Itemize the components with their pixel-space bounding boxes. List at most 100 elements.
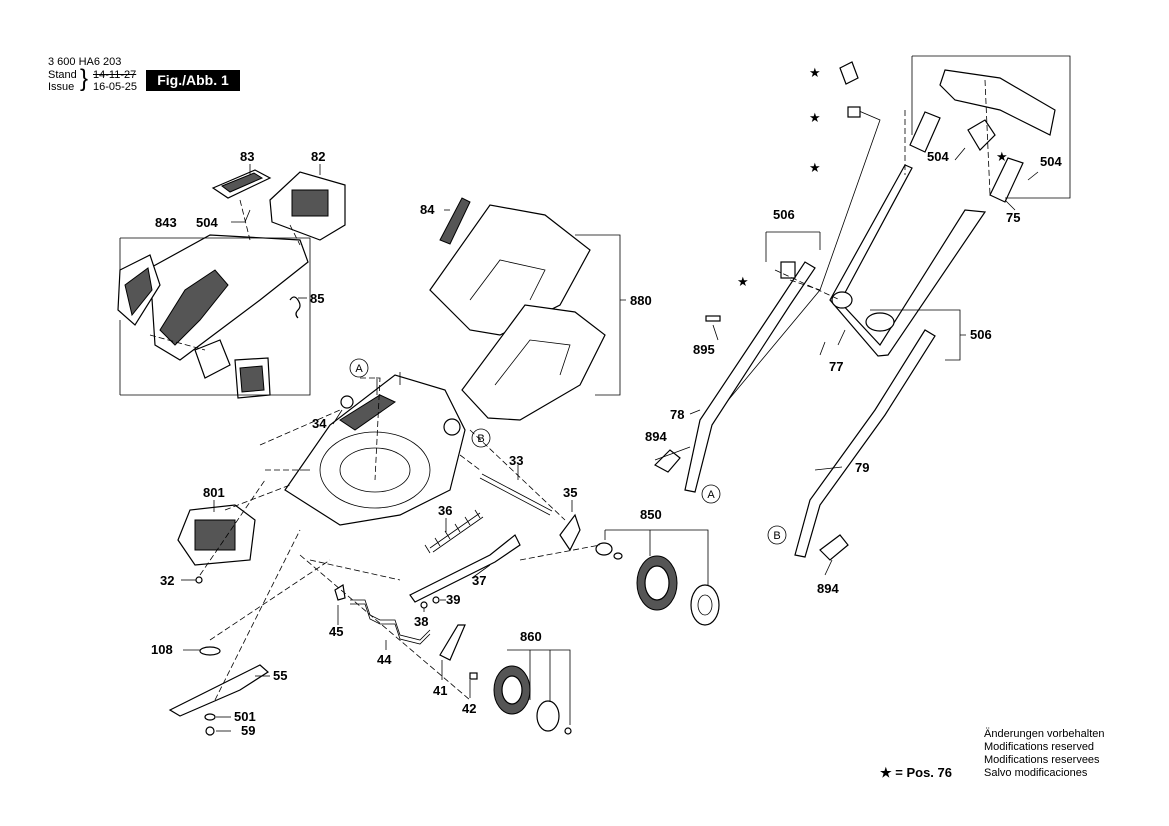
part-label-33: 33: [509, 453, 523, 468]
part-label-38: 38: [414, 614, 428, 629]
rear-cover-assembly: [117, 234, 309, 399]
part-label-880: 880: [630, 293, 652, 308]
motor: [177, 504, 256, 566]
switch-box: [269, 171, 346, 241]
bracket-35: [559, 513, 581, 552]
part-label-504: 504: [196, 215, 218, 230]
nut-38: [420, 601, 428, 609]
part-label-83: 83: [240, 149, 254, 164]
rear-wheel: [595, 542, 720, 626]
callout-a-1: A: [349, 358, 369, 378]
pin-44: [350, 599, 431, 645]
callout-b-letter: B: [477, 433, 484, 445]
leader-lines: [119, 55, 1071, 732]
part-label-84: 84: [420, 202, 435, 217]
front-wheel: [493, 665, 572, 735]
upper-handle: [909, 69, 1056, 203]
part-label-75: 75: [1006, 210, 1020, 225]
star-icon: ★: [809, 111, 821, 126]
part-label-36: 36: [438, 503, 452, 518]
part-label-506: 506: [773, 207, 795, 222]
carry-handle: [439, 197, 471, 245]
part-label-895: 895: [693, 342, 715, 357]
issue-date: 16-05-25: [93, 81, 138, 93]
lower-handle-78: [684, 261, 816, 493]
part-label-850: 850: [640, 507, 662, 522]
brace-icon: }: [80, 65, 89, 92]
part-label-501: 501: [234, 709, 256, 724]
part-label-59: 59: [241, 723, 255, 738]
part-label-44: 44: [377, 652, 392, 667]
bowden-cable: [719, 107, 881, 411]
part-42: [469, 672, 478, 680]
part-label-82: 82: [311, 149, 325, 164]
washer-501: [204, 713, 216, 721]
callout-a-letter: A: [355, 363, 363, 375]
grass-box: [429, 204, 606, 421]
callout-b-letter: B: [773, 530, 780, 542]
part-label-843: 843: [155, 215, 177, 230]
part-label-35: 35: [563, 485, 577, 500]
stand-date: 14-11-27: [93, 69, 137, 81]
issue-label: Issue: [48, 81, 75, 93]
axle-plug: [443, 418, 461, 436]
part-label-37: 37: [472, 573, 486, 588]
part-label-77: 77: [829, 359, 843, 374]
dashed-assembly-lines: [149, 79, 991, 701]
handle-frame-77: [829, 164, 987, 357]
doc-number: 3 600 HA6 203: [48, 56, 122, 68]
modification-notes: Änderungen vorbehalten Modifications res…: [984, 728, 1104, 780]
cable-lever: [839, 61, 859, 85]
star-icon: ★: [996, 150, 1008, 165]
mower-deck: [284, 374, 466, 526]
callout-a-letter: A: [707, 489, 715, 501]
deck-knob: [340, 395, 354, 409]
part-label-45: 45: [329, 624, 343, 639]
part-label-506: 506: [970, 327, 992, 342]
part-label-42: 42: [462, 701, 476, 716]
screw-59: [205, 726, 215, 736]
part-label-504: 504: [927, 149, 949, 164]
lower-handle-79: [794, 329, 936, 558]
part-label-55: 55: [273, 668, 287, 683]
axle-33: [479, 473, 553, 516]
note-de: Änderungen vorbehalten: [984, 728, 1105, 740]
part-label-34: 34: [312, 416, 327, 431]
knob-506a: [831, 291, 853, 309]
clip-45: [334, 584, 346, 601]
figure-label: Fig./Abb. 1: [146, 70, 240, 91]
part-label-85: 85: [310, 291, 324, 306]
part-label-41: 41: [433, 683, 447, 698]
pin-895: [705, 315, 721, 322]
blade: [168, 664, 269, 717]
screw-39: [432, 596, 440, 604]
note-en: Modifications reserved: [984, 741, 1095, 753]
callout-b-2: B: [767, 525, 787, 545]
stand-label: Stand: [48, 69, 77, 81]
knob-894a: [654, 449, 681, 473]
star-icon: ★: [737, 275, 749, 290]
part-label-78: 78: [670, 407, 684, 422]
knob-506b: [865, 312, 895, 332]
part-label-801: 801: [203, 485, 225, 500]
star-icon: ★: [809, 161, 821, 176]
part-label-504: 504: [1040, 154, 1062, 169]
part-label-894: 894: [645, 429, 667, 444]
star-legend: ★ = Pos. 76: [880, 765, 952, 780]
spring: [289, 296, 301, 319]
height-lever: [409, 534, 521, 603]
part-label-79: 79: [855, 460, 869, 475]
part-label-894: 894: [817, 581, 839, 596]
callout-a-2: A: [701, 484, 721, 504]
callout-b-1: B: [471, 428, 491, 448]
washer-108: [199, 646, 221, 656]
knob-894b: [819, 534, 849, 561]
cable-clip: [847, 106, 861, 118]
spring-36: [424, 509, 484, 554]
screw-32: [195, 576, 203, 584]
part-label-108: 108: [151, 642, 173, 657]
note-fr: Modifications reservees: [984, 754, 1100, 766]
star-icon: ★: [809, 66, 821, 81]
part-label-860: 860: [520, 629, 542, 644]
